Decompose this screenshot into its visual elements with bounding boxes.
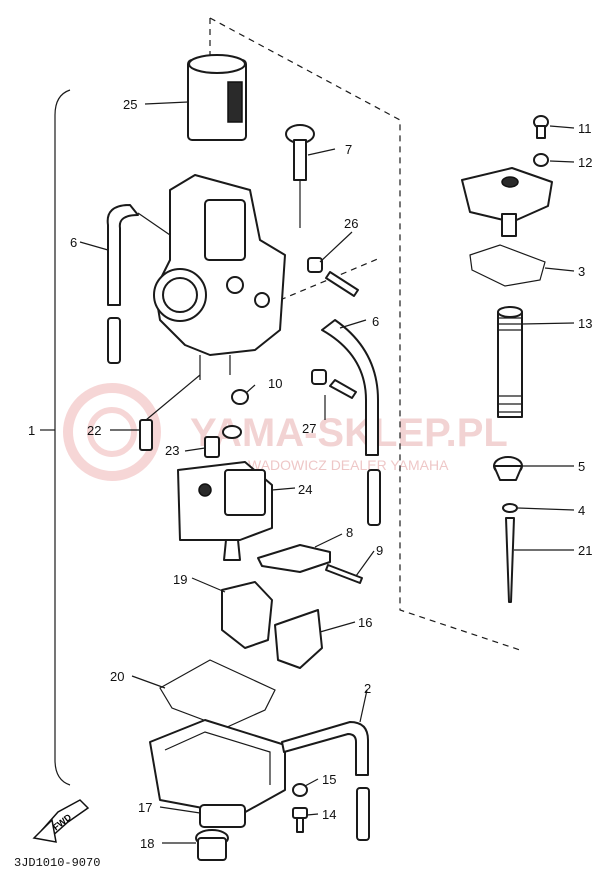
callout-26: 26 bbox=[344, 216, 358, 231]
part-25-cover bbox=[187, 54, 247, 141]
callout-15: 15 bbox=[322, 772, 336, 787]
assembly-bracket bbox=[54, 89, 71, 786]
part-5-holder bbox=[493, 456, 523, 481]
callout-20: 20 bbox=[110, 669, 124, 684]
callout-1: 1 bbox=[28, 423, 35, 438]
carburetor-body bbox=[153, 174, 286, 380]
part-6-hose-left bbox=[106, 204, 171, 364]
part-24-block bbox=[177, 461, 273, 541]
part-14-bolt bbox=[292, 807, 308, 833]
part-26-screw bbox=[307, 257, 359, 297]
callout-13: 13 bbox=[578, 316, 592, 331]
part-7-screw bbox=[285, 124, 315, 228]
callout-4: 4 bbox=[578, 503, 585, 518]
watermark-title: YAMA-SKLEP.PL bbox=[190, 411, 508, 455]
callout-5: 5 bbox=[578, 459, 585, 474]
callout-19: 19 bbox=[173, 572, 187, 587]
callout-labels: 25 7 26 6 10 6 27 22 23 24 1 8 9 19 16 2… bbox=[28, 97, 592, 851]
part-22-jet bbox=[139, 374, 201, 451]
callout-24: 24 bbox=[298, 482, 312, 497]
part-27-screw bbox=[311, 369, 357, 399]
part-2-hose bbox=[281, 721, 370, 841]
part-12-washer bbox=[533, 153, 549, 167]
fwd-arrow-icon: FWD bbox=[32, 799, 90, 843]
callout-7: 7 bbox=[345, 142, 352, 157]
callout-25: 25 bbox=[123, 97, 137, 112]
part-nozzle bbox=[223, 539, 241, 561]
callout-12: 12 bbox=[578, 155, 592, 170]
callout-2: 2 bbox=[364, 681, 371, 696]
watermark-subtitle: WADOWICZ DEALER YAMAHA bbox=[248, 457, 449, 473]
callout-3: 3 bbox=[578, 264, 585, 279]
watermark: YAMA-SKLEP.PL WADOWICZ DEALER YAMAHA bbox=[63, 383, 508, 481]
needle-assembly-box bbox=[209, 17, 521, 651]
callout-22: 22 bbox=[87, 423, 101, 438]
diagram-code: 3JD1010-9070 bbox=[14, 856, 100, 870]
part-9-pin bbox=[325, 564, 363, 584]
carb-top-cap bbox=[461, 167, 553, 237]
part-11-screw bbox=[533, 115, 549, 139]
part-6-hose-right bbox=[321, 319, 381, 526]
part-18-plug bbox=[195, 829, 229, 861]
part-15-washer bbox=[292, 783, 308, 797]
part-13-spring bbox=[497, 306, 523, 418]
part-10-washer bbox=[231, 389, 249, 405]
part-3-gasket bbox=[469, 244, 546, 287]
callout-27: 27 bbox=[302, 421, 316, 436]
part-19-float bbox=[221, 581, 273, 649]
callout-21: 21 bbox=[578, 543, 592, 558]
callout-16: 16 bbox=[358, 615, 372, 630]
part-21-needle bbox=[505, 517, 515, 603]
callout-18: 18 bbox=[140, 836, 154, 851]
leader-lines bbox=[40, 101, 575, 844]
callout-6-left: 6 bbox=[70, 235, 77, 250]
part-4-clip bbox=[502, 503, 518, 513]
callout-6-right: 6 bbox=[372, 314, 379, 329]
part-23-jet bbox=[204, 425, 242, 458]
callout-11: 11 bbox=[578, 121, 592, 136]
float-bowl bbox=[149, 719, 286, 828]
callout-14: 14 bbox=[322, 807, 336, 822]
callout-23: 23 bbox=[165, 443, 179, 458]
part-20-gasket bbox=[159, 659, 276, 729]
callout-17: 17 bbox=[138, 800, 152, 815]
callout-8: 8 bbox=[346, 525, 353, 540]
callout-9: 9 bbox=[376, 543, 383, 558]
part-8-float-arm bbox=[257, 544, 331, 573]
part-16-float bbox=[274, 609, 323, 669]
callout-10: 10 bbox=[268, 376, 282, 391]
